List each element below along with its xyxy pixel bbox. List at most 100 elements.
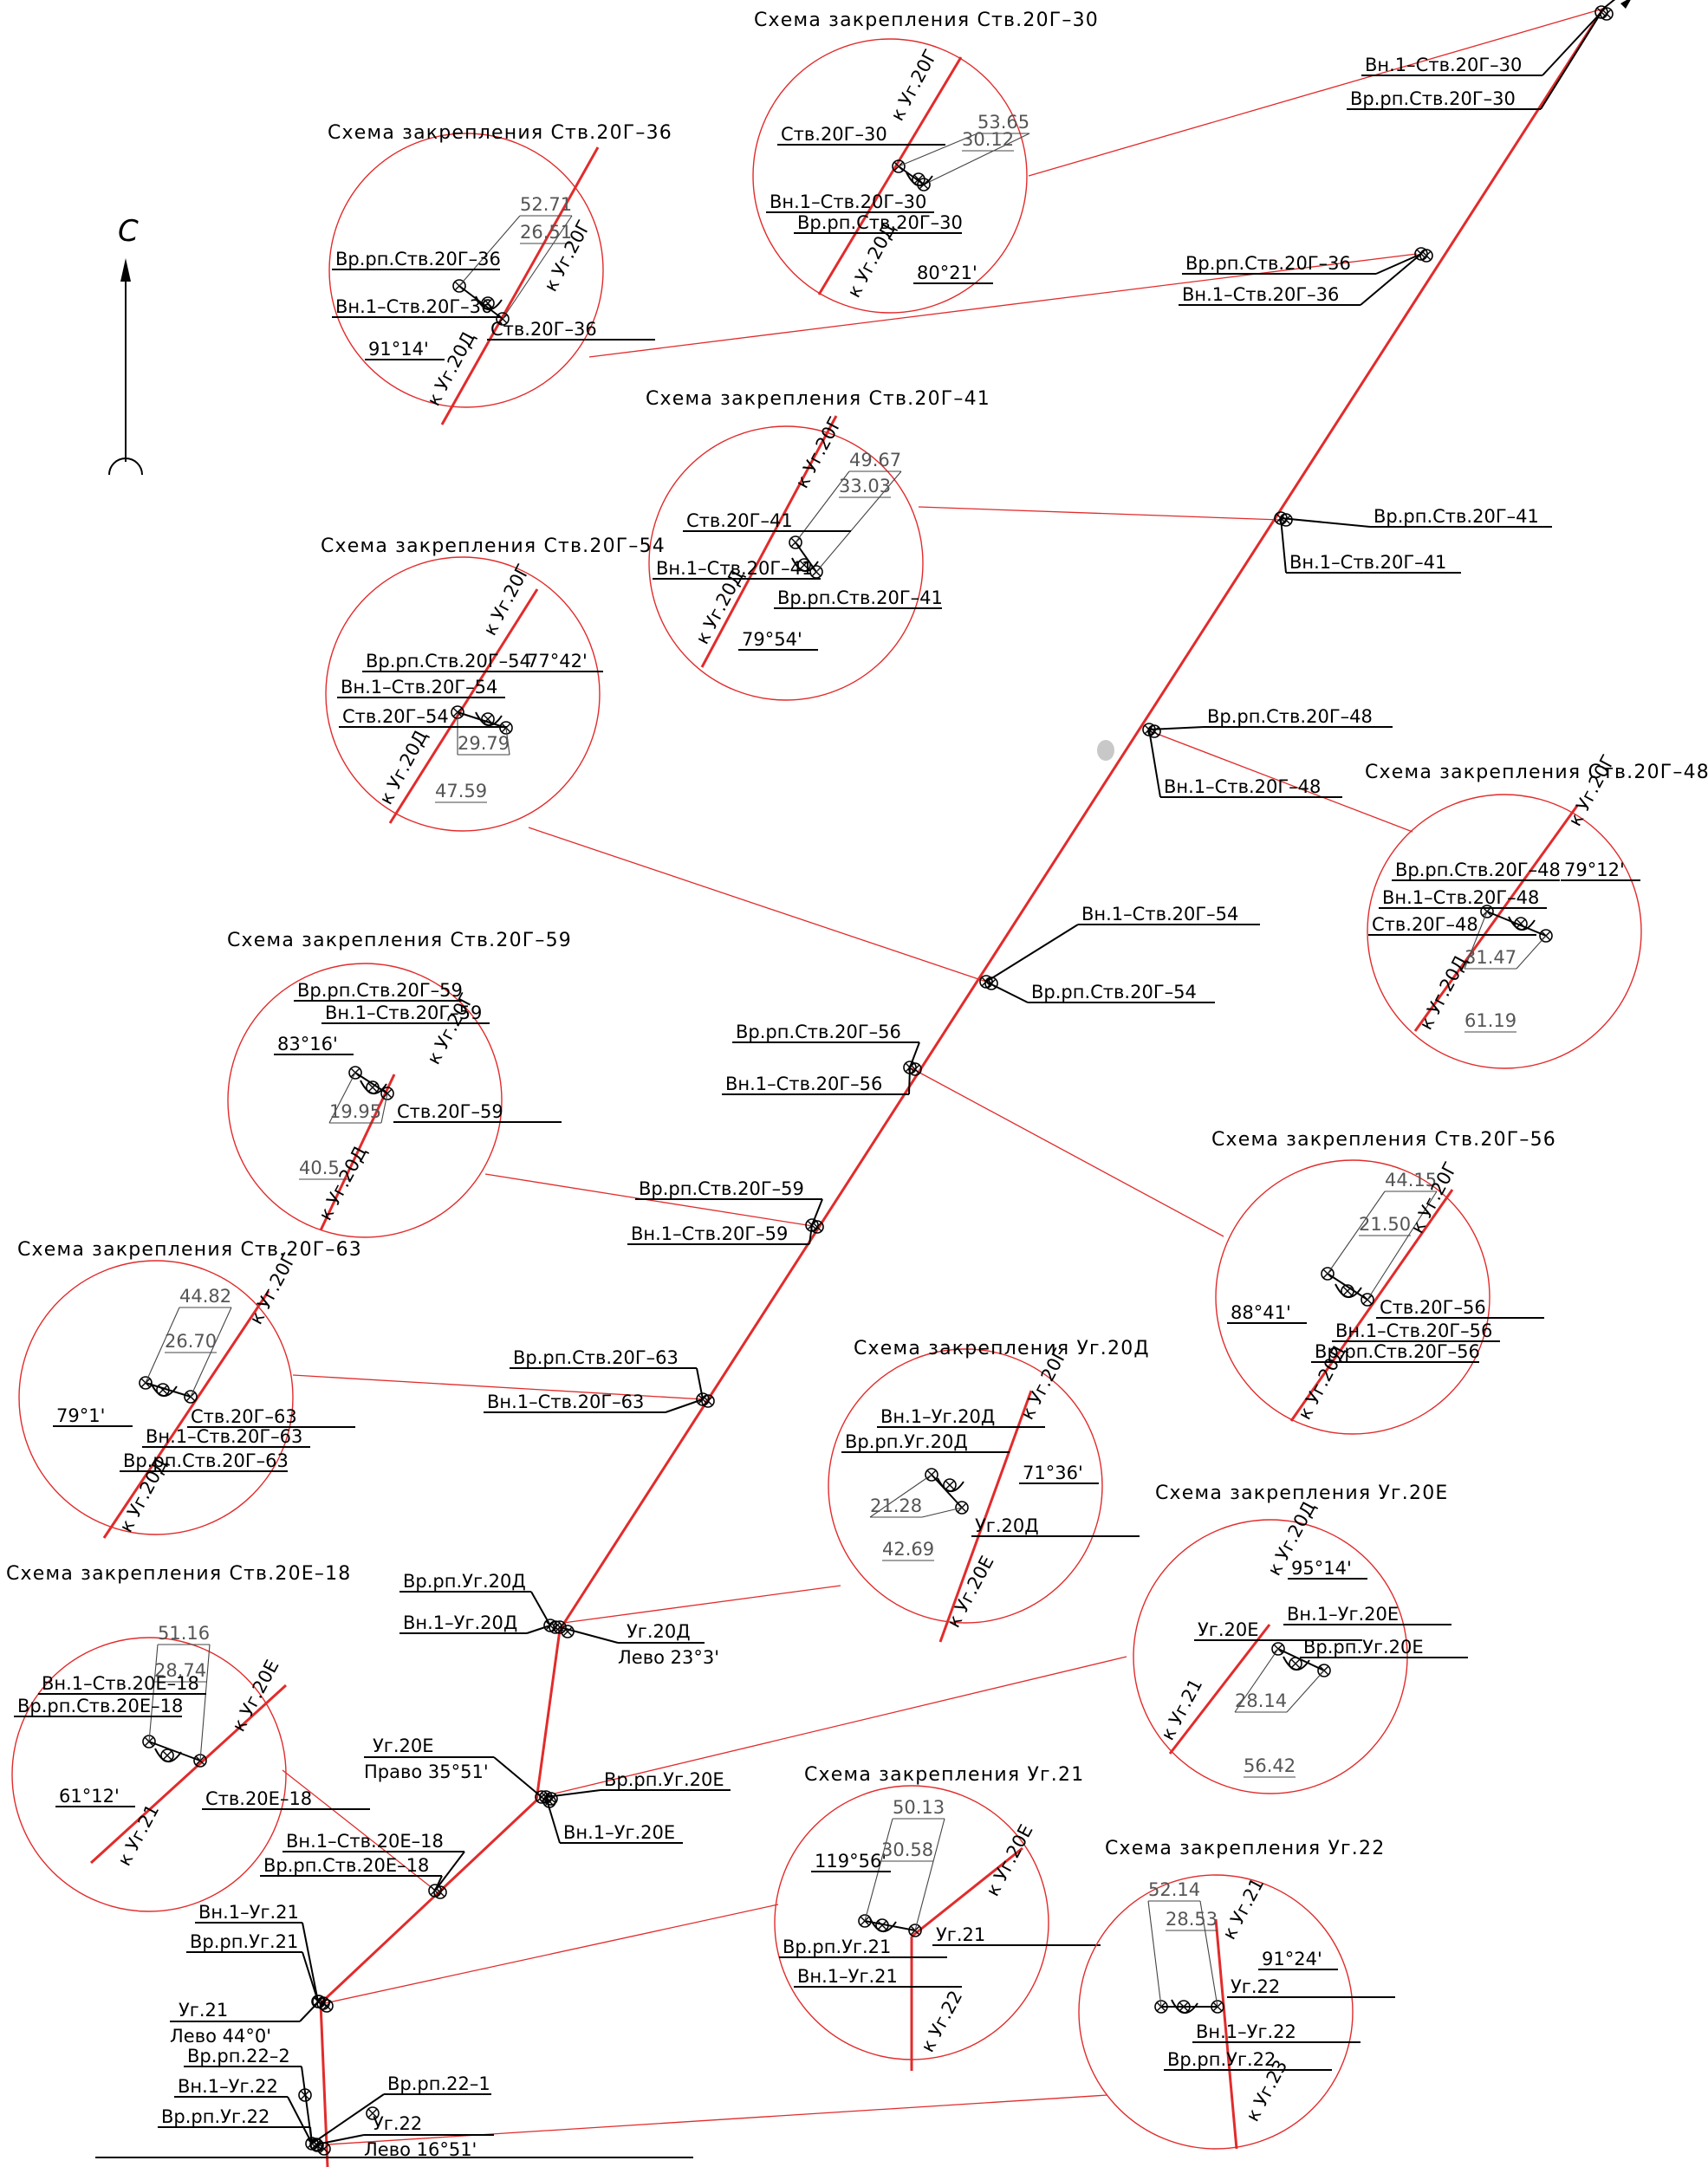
route-callout: Вр.рп.Уг.21 bbox=[186, 1931, 319, 2002]
distance-label: 44.15 bbox=[1385, 1170, 1437, 1191]
distance-label: 21.28 bbox=[870, 1495, 922, 1516]
scheme-route bbox=[319, 1074, 396, 1231]
survey-marker bbox=[701, 1394, 715, 1408]
scheme-label: Вн.1–Ств.20Г–36 bbox=[335, 296, 492, 317]
scheme-label: Вн.1–Ств.20Г–41 bbox=[656, 558, 813, 579]
route-callout: Вн.1–Уг.21 bbox=[195, 1902, 319, 2002]
scheme-label: Вр.рп.Ств.20Г–54 bbox=[366, 651, 531, 672]
angle-name: Уг.22 bbox=[373, 2113, 422, 2134]
route-callout: Вр.рп.Ств.20Г–41 bbox=[1280, 506, 1552, 528]
angle-label: 79°54' bbox=[742, 629, 802, 650]
route-callout: Вн.1–Ств.20Г–41 bbox=[1280, 517, 1461, 574]
angle-arc bbox=[1283, 1656, 1310, 1671]
route-point-12: Вр.рп.22–2Вн.1–Уг.22Вр.рп.Уг.22Вр.рп.22–… bbox=[158, 2046, 491, 2152]
angle-label: 91°24' bbox=[1262, 1949, 1322, 1969]
distance-label: 28.74 bbox=[154, 1660, 206, 1681]
angle-arc bbox=[1335, 1283, 1362, 1298]
route-callout: Вр.рп.Уг.22 bbox=[158, 2106, 313, 2144]
angle-label: 91°14' bbox=[368, 339, 429, 360]
scheme-8: Схема закрепления Уг.20ДВн.1–Уг.20ДВр.рп… bbox=[828, 1338, 1149, 1643]
route-callout-text: Вр.рп.Уг.20Д bbox=[403, 1571, 526, 1592]
scheme-title: Схема закрепления Уг.20Е bbox=[1155, 1483, 1449, 1504]
route-callout-text: Вр.рп.22–1 bbox=[387, 2073, 490, 2094]
route-callout-text: Вр.рп.Ств.20Г–59 bbox=[639, 1178, 804, 1199]
scheme-title: Схема закрепления Ств.20Г–56 bbox=[1211, 1129, 1556, 1151]
direction-label: к Уг.20Г bbox=[479, 561, 534, 639]
distance-label: 31.47 bbox=[1464, 947, 1516, 968]
scheme-1: Схема закрепления Ств.20Г–36Вр.рп.Ств.20… bbox=[328, 122, 672, 425]
scheme-route bbox=[700, 415, 838, 668]
scheme-route bbox=[938, 1390, 1033, 1643]
dimension-lines bbox=[1464, 911, 1547, 1033]
angle-arc bbox=[1171, 1999, 1198, 2014]
scheme-7: Схема закрепления Ств.20Г–63Ств.20Г–63Вн… bbox=[17, 1239, 362, 1539]
scheme-5: Схема закрепления Ств.20Г–59Вр.рп.Ств.20… bbox=[227, 930, 571, 1238]
angle-arc bbox=[360, 1080, 387, 1094]
dimension-lines bbox=[145, 1307, 232, 1398]
scheme-title: Схема закрепления Ств.20Г–36 bbox=[328, 122, 672, 144]
distance-label: 26.51 bbox=[520, 222, 572, 243]
scheme-route bbox=[817, 56, 963, 295]
route-callout-text: Вн.1–Ств.20Г–30 bbox=[1365, 55, 1522, 75]
survey-marker bbox=[433, 1885, 447, 1899]
angle-arc bbox=[1508, 916, 1536, 931]
scheme-label: Вр.рп.Ств.20Г–63 bbox=[123, 1450, 289, 1471]
angle-label: 80°21' bbox=[917, 263, 977, 283]
angle-label: 119°56' bbox=[815, 1851, 886, 1872]
scheme-title: Схема закрепления Ств.20Г–63 bbox=[17, 1239, 362, 1261]
route-callout-text: Вн.1–Уг.21 bbox=[198, 1902, 299, 1923]
scheme-label: Вр.рп.Уг.20Д bbox=[845, 1431, 968, 1452]
route-callout-text: Вр.рп.Ств.20Г–56 bbox=[736, 1022, 901, 1042]
angle-label: 61°12' bbox=[59, 1786, 120, 1807]
route-callout: Вр.рп.Ств.20Е–18 bbox=[260, 1855, 443, 1891]
route-callout-text: Вр.рп.Ств.20Г–48 bbox=[1207, 706, 1373, 727]
scheme-label: Вн.1–Ств.20Г–54 bbox=[341, 677, 497, 697]
dimension-lines bbox=[1327, 1191, 1438, 1301]
direction-label: к Уг.21 bbox=[1157, 1675, 1206, 1743]
survey-marker bbox=[366, 2106, 380, 2120]
scheme-label: Уг.20Е bbox=[1198, 1619, 1259, 1640]
scheme-route bbox=[102, 1290, 270, 1539]
route-callout: Вн.1–Ств.20Г–36 bbox=[1179, 253, 1422, 306]
angle-value: Право 35°51' bbox=[364, 1761, 489, 1782]
route-callout: Вн.1–Ств.20Г–63 bbox=[484, 1392, 704, 1413]
angle-name: Уг.20Е bbox=[373, 1736, 434, 1756]
scheme-title: Схема закрепления Уг.21 bbox=[804, 1764, 1084, 1786]
scheme-circle bbox=[328, 133, 604, 408]
route-callout-text: Вр.рп.Ств.20Г–54 bbox=[1031, 982, 1197, 1002]
distance-label: 28.14 bbox=[1235, 1690, 1287, 1711]
angle-label: 79°12' bbox=[1564, 860, 1625, 880]
scheme-title: Схема закрепления Ств.20Г–54 bbox=[321, 535, 666, 557]
scheme-label: Вр.рп.Ств.20Г–56 bbox=[1315, 1341, 1480, 1362]
north-arrow: С bbox=[108, 214, 143, 476]
scheme-circle bbox=[828, 1348, 1103, 1624]
scheme-route bbox=[440, 146, 600, 425]
direction-label: к Уг.20Г bbox=[791, 413, 846, 491]
route-label-ug20e: Уг.20Е Право 35°51' bbox=[364, 1736, 556, 1808]
route-callout-text: Вн.1–Уг.20Д bbox=[403, 1612, 517, 1633]
route-callout: Вр.рп.Уг.20Д bbox=[399, 1571, 551, 1626]
scheme-label: Вн.1–Уг.22 bbox=[1196, 2021, 1296, 2042]
route-callout-text: Вр.рп.Ств.20Г–63 bbox=[513, 1347, 679, 1368]
direction-label: к Уг.20Е bbox=[982, 1821, 1036, 1900]
distance-label: 52.14 bbox=[1148, 1879, 1200, 1900]
scheme-label: Вн.1–Ств.20Е–18 bbox=[42, 1673, 199, 1694]
dimension-lines bbox=[1234, 1648, 1325, 1778]
angle-name: Уг.20Д bbox=[627, 1621, 691, 1642]
route-callout-text: Вн.1–Ств.20Г–48 bbox=[1164, 776, 1321, 797]
angle-label: 95°14' bbox=[1291, 1558, 1352, 1579]
distance-label: 53.65 bbox=[977, 112, 1029, 133]
scheme-label: Вр.рп.Ств.20Г–30 bbox=[797, 212, 963, 233]
scheme-route bbox=[1214, 1918, 1238, 2150]
scheme-label: Вн.1–Ств.20Г–30 bbox=[770, 191, 926, 212]
scheme-circle bbox=[752, 38, 1028, 314]
angle-arc bbox=[475, 295, 503, 310]
